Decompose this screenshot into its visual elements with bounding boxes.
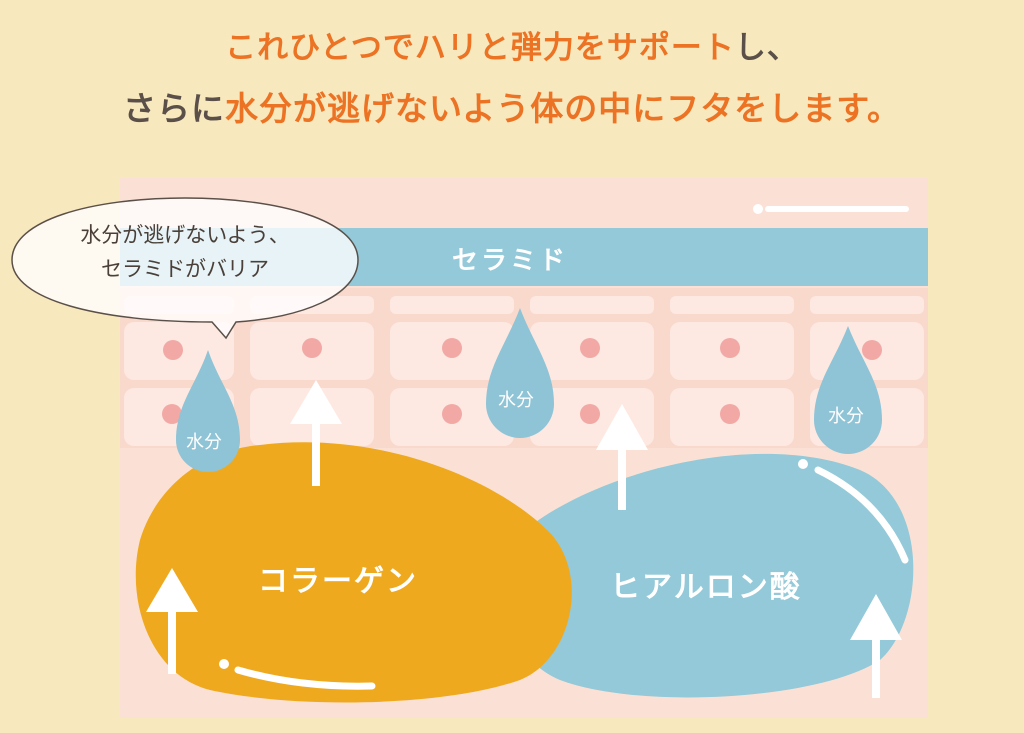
speech-bubble-line-1: 水分が逃げないよう、 <box>80 223 290 247</box>
headline-line-2-emphasis: 水分が逃げないよう体の中にフタをします。 <box>224 89 902 128</box>
collagen-highlight <box>234 666 376 690</box>
collagen-blob <box>135 442 572 703</box>
collagen-label: コラーゲン <box>258 564 418 599</box>
collagen-highlight-dot <box>219 659 229 669</box>
arrow-icon <box>596 404 648 510</box>
hyaluronic-highlight <box>814 466 909 564</box>
hyaluronic-label: ヒアルロン酸 <box>610 570 802 605</box>
water-drop-icon <box>176 350 240 472</box>
hyaluronic-blob <box>504 453 914 698</box>
arrow-icon <box>850 594 902 698</box>
water-drop-icon <box>814 326 882 454</box>
speech-bubble <box>11 197 359 340</box>
ceramide-label: セラミド <box>452 246 569 276</box>
water-label: 水分 <box>828 406 864 427</box>
headline-line-2: さらに水分が逃げないよう体の中にフタをします。 <box>0 82 1024 130</box>
cell-nuclei <box>162 338 882 424</box>
highlight-dot <box>753 204 763 214</box>
water-drop-icon <box>486 308 554 438</box>
speech-bubble-line-2: セラミドがバリア <box>101 257 269 281</box>
water-label: 水分 <box>186 432 222 453</box>
arrow-icon <box>146 568 198 674</box>
hyaluronic-highlight-dot <box>798 459 808 469</box>
headline-line-2-lead: さらに <box>122 89 225 128</box>
water-label: 水分 <box>498 390 534 411</box>
arrow-icon <box>290 380 342 486</box>
headline-line-1-tail: し、 <box>734 30 799 66</box>
headline-line-1: これひとつでハリと弾力をサポートし、 <box>0 22 1024 67</box>
headline-line-1-lead: これひとつでハリと弾力をサポート <box>225 30 735 66</box>
